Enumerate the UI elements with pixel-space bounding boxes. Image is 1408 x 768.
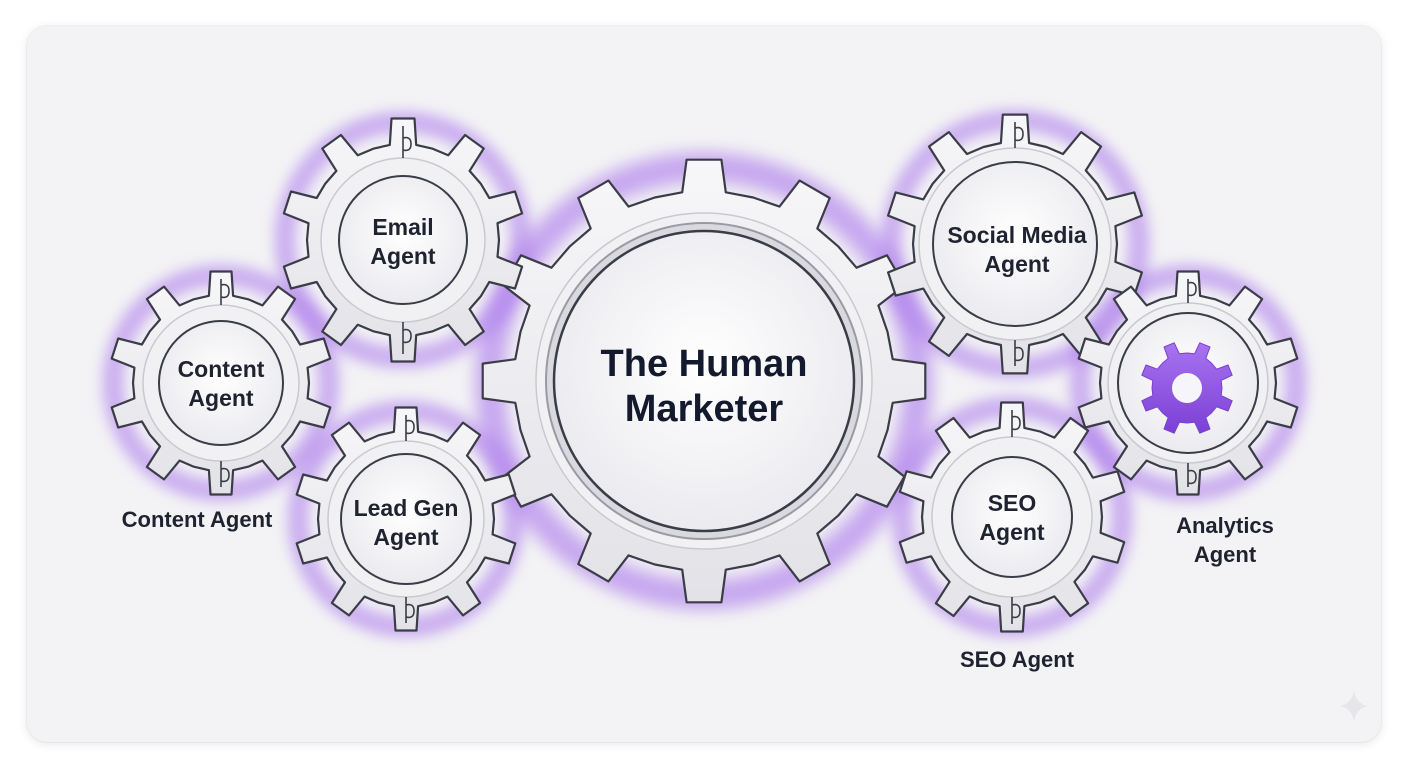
seo-agent-caption: SEO Agent <box>960 647 1075 672</box>
email-agent-gear-puzzle-knob-top <box>402 136 412 152</box>
analytics-agent-caption-line1: Analytics <box>1176 513 1274 538</box>
social-agent-gear <box>887 113 1143 375</box>
analytics-agent-caption-line2: Agent <box>1194 542 1257 567</box>
content-agent-label: Content Agent <box>178 356 265 411</box>
center-title-line2: Marketer <box>625 388 784 430</box>
content-agent-gear-puzzle-knob-bottom <box>220 467 230 483</box>
leadgen-agent-line2: Agent <box>373 524 439 550</box>
social-agent-label: Social Media Agent <box>947 222 1087 277</box>
leadgen-agent-line1: Lead Gen <box>354 495 459 521</box>
center-gear-label: The Human Marketer <box>601 343 808 430</box>
leadgen-agent-gear-face <box>340 453 472 585</box>
email-agent-line1: Email <box>372 214 433 240</box>
social-agent-gear-puzzle-knob-bottom <box>1014 346 1024 362</box>
analytics-agent-gear-puzzle-knob-bottom <box>1187 469 1197 485</box>
content-agent-gear-puzzle-knob-top <box>220 283 230 299</box>
leadgen-agent-gear <box>295 406 517 632</box>
gears-layer <box>110 113 1299 633</box>
content-agent-gear-face <box>158 320 284 446</box>
content-agent-gear <box>110 270 332 496</box>
gear-icon <box>1141 342 1233 434</box>
seo-agent-gear <box>898 401 1126 633</box>
center-title-line1: The Human <box>601 343 808 385</box>
seo-agent-gear-face <box>951 456 1073 578</box>
center-gear <box>481 158 927 604</box>
leadgen-agent-label: Lead Gen Agent <box>354 495 459 550</box>
email-agent-gear <box>282 117 524 363</box>
email-agent-gear-puzzle-knob-bottom <box>402 328 412 344</box>
social-agent-line2: Agent <box>984 251 1050 277</box>
sparkle-icon <box>1340 690 1368 722</box>
seo-agent-line2: Agent <box>979 519 1045 545</box>
content-agent-line1: Content <box>178 356 265 382</box>
content-agent-line2: Agent <box>188 385 254 411</box>
email-agent-gear-face <box>338 175 468 305</box>
email-agent-line2: Agent <box>370 243 436 269</box>
center-gear-face <box>552 229 856 533</box>
seo-agent-gear-puzzle-knob-bottom <box>1011 603 1021 619</box>
social-agent-gear-face <box>932 161 1098 327</box>
gear-icon-hole <box>1172 373 1202 403</box>
email-agent-label: Email Agent <box>370 214 436 269</box>
leadgen-agent-gear-puzzle-knob-top <box>405 419 415 435</box>
content-agent-caption: Content Agent <box>122 507 273 532</box>
social-agent-line1: Social Media <box>947 222 1087 248</box>
seo-agent-label: SEO Agent <box>979 490 1045 545</box>
seo-agent-gear-puzzle-knob-top <box>1011 415 1021 431</box>
leadgen-agent-gear-puzzle-knob-bottom <box>405 603 415 619</box>
analytics-agent-gear-puzzle-knob-top <box>1187 281 1197 297</box>
seo-agent-line1: SEO <box>988 490 1037 516</box>
social-agent-gear-puzzle-knob-top <box>1014 126 1024 142</box>
